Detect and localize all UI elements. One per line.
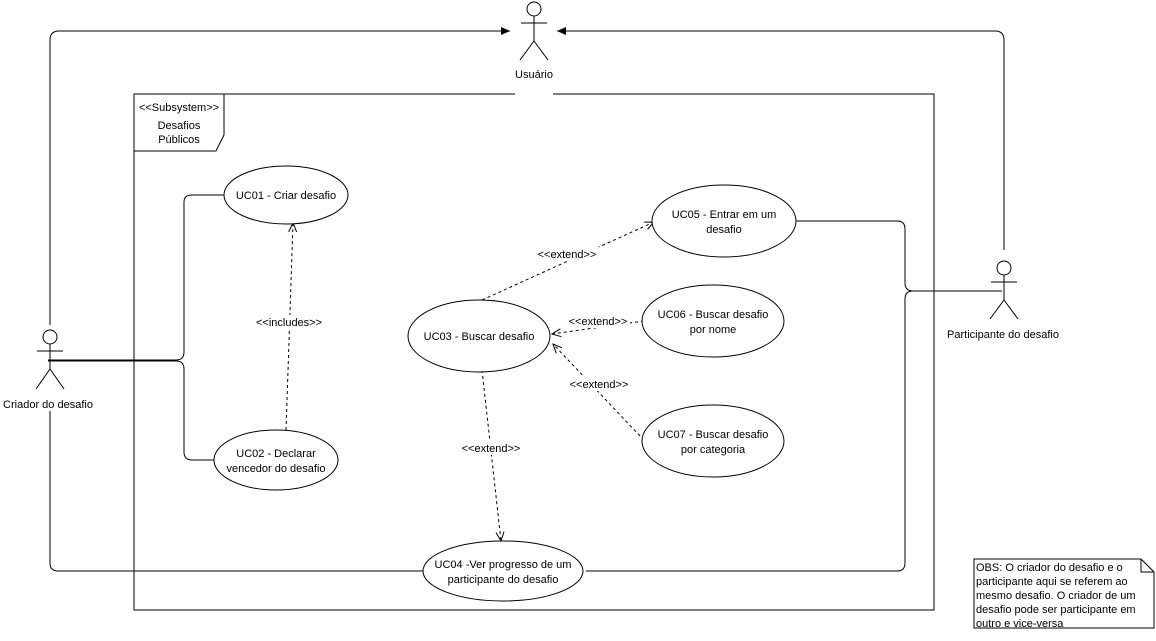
note[interactable]: OBS: O criador do desafio e o participan… bbox=[973, 558, 1155, 630]
note-line2: participante aqui se referem ao bbox=[976, 576, 1128, 588]
note-line3: mesmo desafio. O criador de um bbox=[976, 590, 1136, 602]
generalization-criador-usuario[interactable] bbox=[49, 27, 510, 325]
uc02-label-line1: UC02 - Declarar bbox=[236, 448, 316, 460]
extend-uc06-uc03[interactable]: <<extend>> bbox=[552, 314, 645, 334]
extend-uc03-uc04[interactable]: <<extend>> bbox=[459, 369, 523, 541]
subsystem-stereotype: <<Subsystem>> bbox=[139, 102, 219, 114]
actor-usuario-label: Usuário bbox=[515, 69, 553, 81]
uc06-label-line2: por nome bbox=[690, 324, 736, 336]
generalization-participante-usuario[interactable] bbox=[557, 27, 1005, 250]
note-line4: desafio pode ser participante em bbox=[976, 604, 1136, 616]
uc07-label-line1: UC07 - Buscar desafio bbox=[658, 429, 769, 441]
uc03-label: UC03 - Buscar desafio bbox=[424, 331, 535, 343]
uc04-label-line1: UC04 -Ver progresso de um bbox=[435, 559, 572, 571]
association-criador-uc01[interactable] bbox=[48, 194, 224, 361]
actor-participante[interactable]: Participante do desafio bbox=[947, 260, 1059, 341]
use-case-uc01[interactable]: UC01 - Criar desafio bbox=[223, 165, 349, 225]
stick-figure-icon bbox=[989, 260, 1019, 320]
extend-uc04-label: <<extend>> bbox=[462, 443, 521, 455]
use-case-uc02[interactable]: UC02 - Declarar vencedor do desafio bbox=[213, 429, 339, 491]
actor-participante-label: Participante do desafio bbox=[947, 329, 1059, 341]
uc05-label-line2: desafio bbox=[706, 224, 741, 236]
use-case-uc06[interactable]: UC06 - Buscar desafio por nome bbox=[641, 284, 785, 358]
includes-uc02-uc01[interactable]: <<includes>> bbox=[254, 223, 324, 431]
use-case-uc05[interactable]: UC05 - Entrar em um desafio bbox=[651, 184, 797, 258]
note-line1: OBS: O criador do desafio e o bbox=[976, 562, 1123, 574]
includes-label: <<includes>> bbox=[256, 317, 322, 329]
actor-usuario[interactable]: Usuário bbox=[515, 1, 553, 81]
extend-uc07-label: <<extend>> bbox=[570, 379, 629, 391]
association-criador-uc04[interactable] bbox=[49, 398, 424, 572]
stick-figure-icon bbox=[35, 329, 65, 390]
use-case-uc07[interactable]: UC07 - Buscar desafio por categoria bbox=[641, 404, 785, 478]
extend-uc07-uc03[interactable]: <<extend>> bbox=[553, 344, 641, 437]
association-participante-uc04[interactable] bbox=[586, 290, 1002, 572]
note-line5: outro e vice-versa bbox=[976, 618, 1064, 630]
extend-uc06-label: <<extend>> bbox=[569, 316, 628, 328]
use-case-uc03[interactable]: UC03 - Buscar desafio bbox=[407, 299, 551, 373]
use-case-uc04[interactable]: UC04 -Ver progresso de um participante d… bbox=[422, 540, 584, 602]
uc06-label-line1: UC06 - Buscar desafio bbox=[658, 309, 769, 321]
actor-criador[interactable]: Criador do desafio bbox=[3, 329, 93, 411]
uc02-label-line2: vencedor do desafio bbox=[226, 463, 325, 475]
uc01-label: UC01 - Criar desafio bbox=[236, 190, 336, 202]
uc07-label-line2: por categoria bbox=[681, 444, 746, 456]
stick-figure-icon bbox=[519, 1, 549, 61]
extend-uc05-label: <<extend>> bbox=[538, 249, 597, 261]
uc04-label-line2: participante do desafio bbox=[448, 574, 559, 586]
subsystem-boundary[interactable]: <<Subsystem>> Desafios Públicos bbox=[133, 93, 935, 611]
actor-criador-label: Criador do desafio bbox=[3, 399, 93, 411]
association-participante-uc05[interactable] bbox=[796, 220, 1002, 292]
uc05-label-line1: UC05 - Entrar em um bbox=[672, 209, 777, 221]
association-criador-uc02[interactable] bbox=[48, 360, 214, 461]
subsystem-name-line1: Desafios bbox=[158, 120, 201, 132]
subsystem-name-line2: Públicos bbox=[158, 134, 200, 146]
extend-uc03-uc05[interactable]: <<extend>> bbox=[481, 222, 654, 301]
